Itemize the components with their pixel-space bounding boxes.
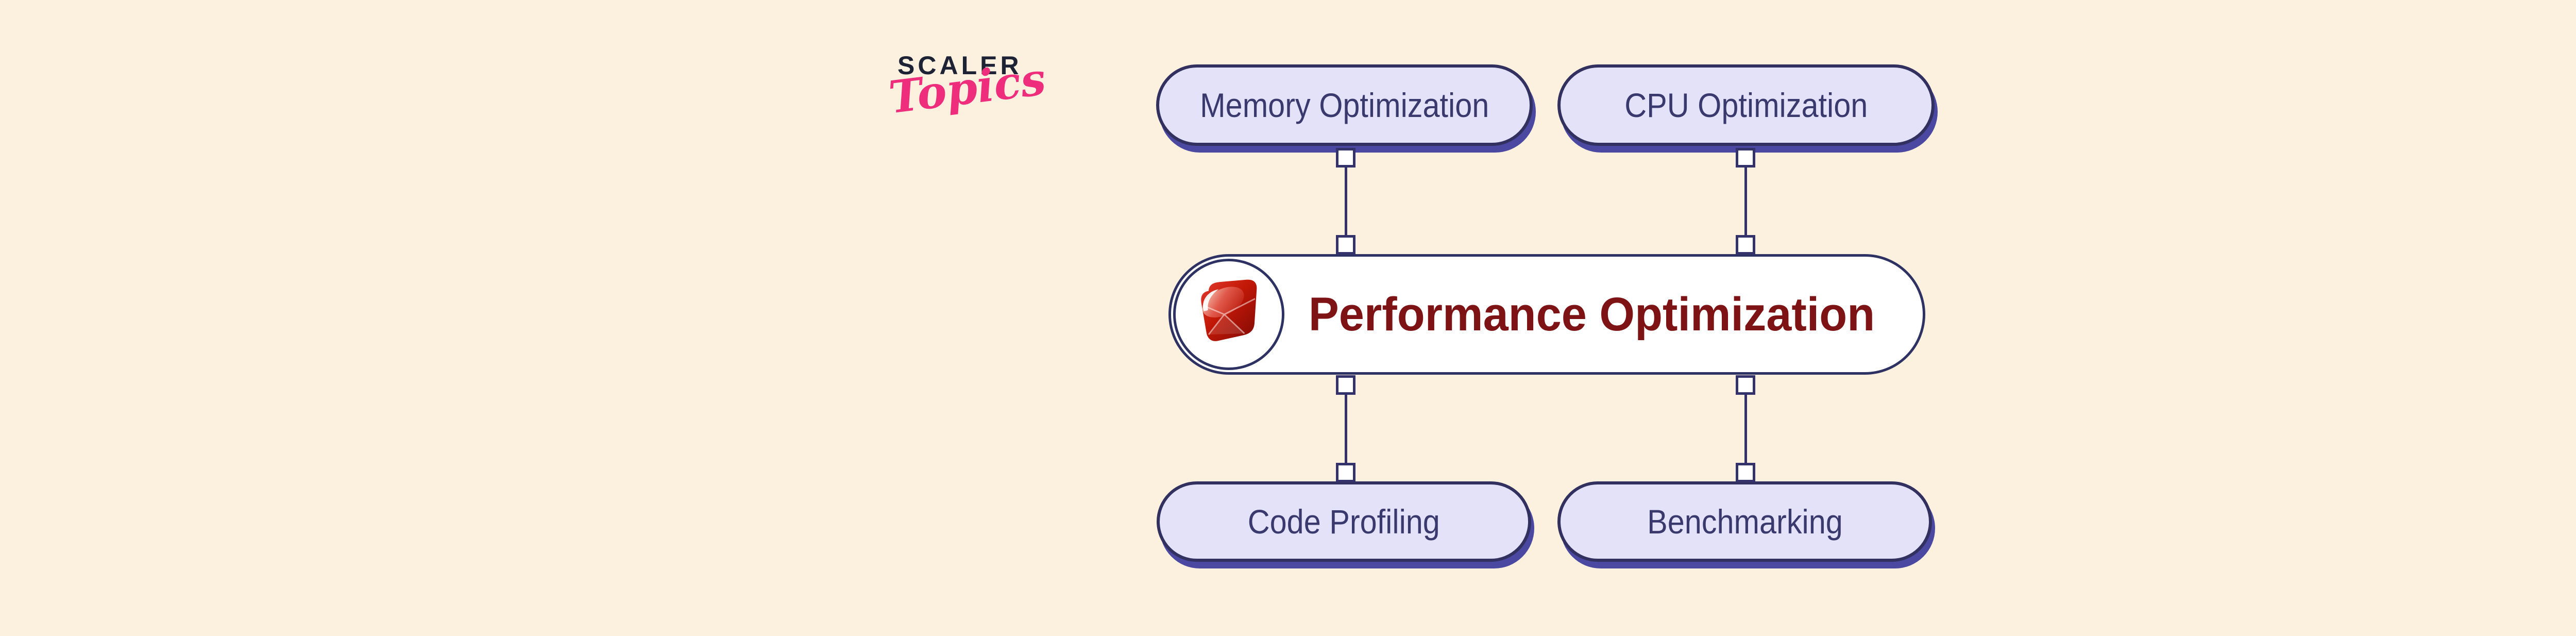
connector-port	[1736, 375, 1755, 395]
node-label: Benchmarking	[1647, 503, 1843, 541]
connector-port	[1336, 375, 1355, 395]
center-node-label: Performance Optimization	[1308, 288, 1875, 341]
node-label: Memory Optimization	[1199, 86, 1489, 124]
connector-port	[1736, 148, 1755, 168]
connector-line	[1345, 394, 1347, 464]
connector-port	[1736, 463, 1755, 482]
connector-line	[1744, 394, 1747, 464]
ruby-icon	[1201, 279, 1257, 341]
connector-line	[1744, 166, 1747, 236]
node-cpu-optimization: CPU Optimization	[1557, 64, 1935, 146]
logo-brand-text: SCALER	[897, 51, 1022, 80]
node-memory-optimization: Memory Optimization	[1156, 64, 1533, 146]
connector-port	[1336, 463, 1355, 482]
node-performance-optimization: Performance Optimization	[1168, 254, 1925, 375]
node-benchmarking: Benchmarking	[1557, 481, 1932, 562]
connector-port	[1336, 148, 1355, 168]
node-label: CPU Optimization	[1624, 86, 1868, 124]
ruby-icon-circle	[1173, 259, 1284, 370]
connector-port	[1336, 235, 1355, 255]
node-code-profiling: Code Profiling	[1157, 481, 1531, 562]
connector-port	[1736, 235, 1755, 255]
connector-line	[1345, 166, 1347, 236]
node-label: Code Profiling	[1247, 503, 1440, 541]
